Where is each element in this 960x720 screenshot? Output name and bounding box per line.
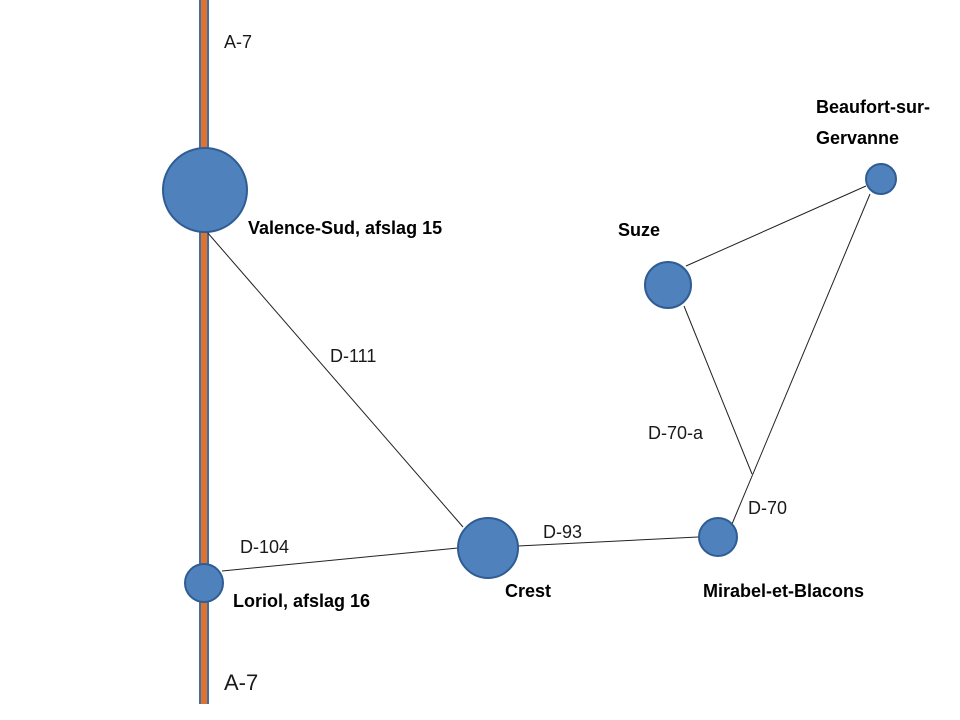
node-beaufort [865, 163, 897, 195]
place-label-suze: Suze [618, 220, 660, 240]
road-label-d104: D-104 [240, 537, 289, 557]
road-label-d93: D-93 [543, 522, 582, 542]
place-label-loriol: Loriol, afslag 16 [233, 591, 370, 611]
place-label-crest: Crest [505, 581, 551, 601]
motorway-label-bottom: A-7 [224, 670, 258, 695]
road-d111 [206, 231, 464, 528]
road-label-d70-a: D-70-a [648, 423, 704, 443]
road-suze-beaufort [685, 185, 867, 267]
road-d93 [517, 536, 699, 547]
place-label-mirabel: Mirabel-et-Blacons [703, 581, 864, 601]
road-network [206, 185, 871, 572]
node-valence-sud [162, 147, 248, 233]
node-mirabel [698, 517, 738, 557]
road-d70-a [683, 305, 753, 475]
road-label-d70: D-70 [748, 498, 787, 518]
motorway-label-top: A-7 [224, 32, 252, 52]
place-nodes [162, 147, 897, 603]
place-label-valence-sud: Valence-Sud, afslag 15 [248, 218, 442, 238]
motorway-a7-line [201, 0, 207, 704]
road-d70 [731, 193, 871, 525]
node-suze [644, 261, 692, 309]
node-crest [457, 517, 519, 579]
place-label-beaufort-line1: Beaufort-sur- [816, 97, 930, 117]
place-label-beaufort-line2: Gervanne [816, 128, 899, 148]
road-label-d111: D-111 [330, 346, 376, 366]
road-d104 [221, 547, 459, 572]
motorway-a7 [199, 0, 209, 704]
node-loriol [184, 563, 224, 603]
